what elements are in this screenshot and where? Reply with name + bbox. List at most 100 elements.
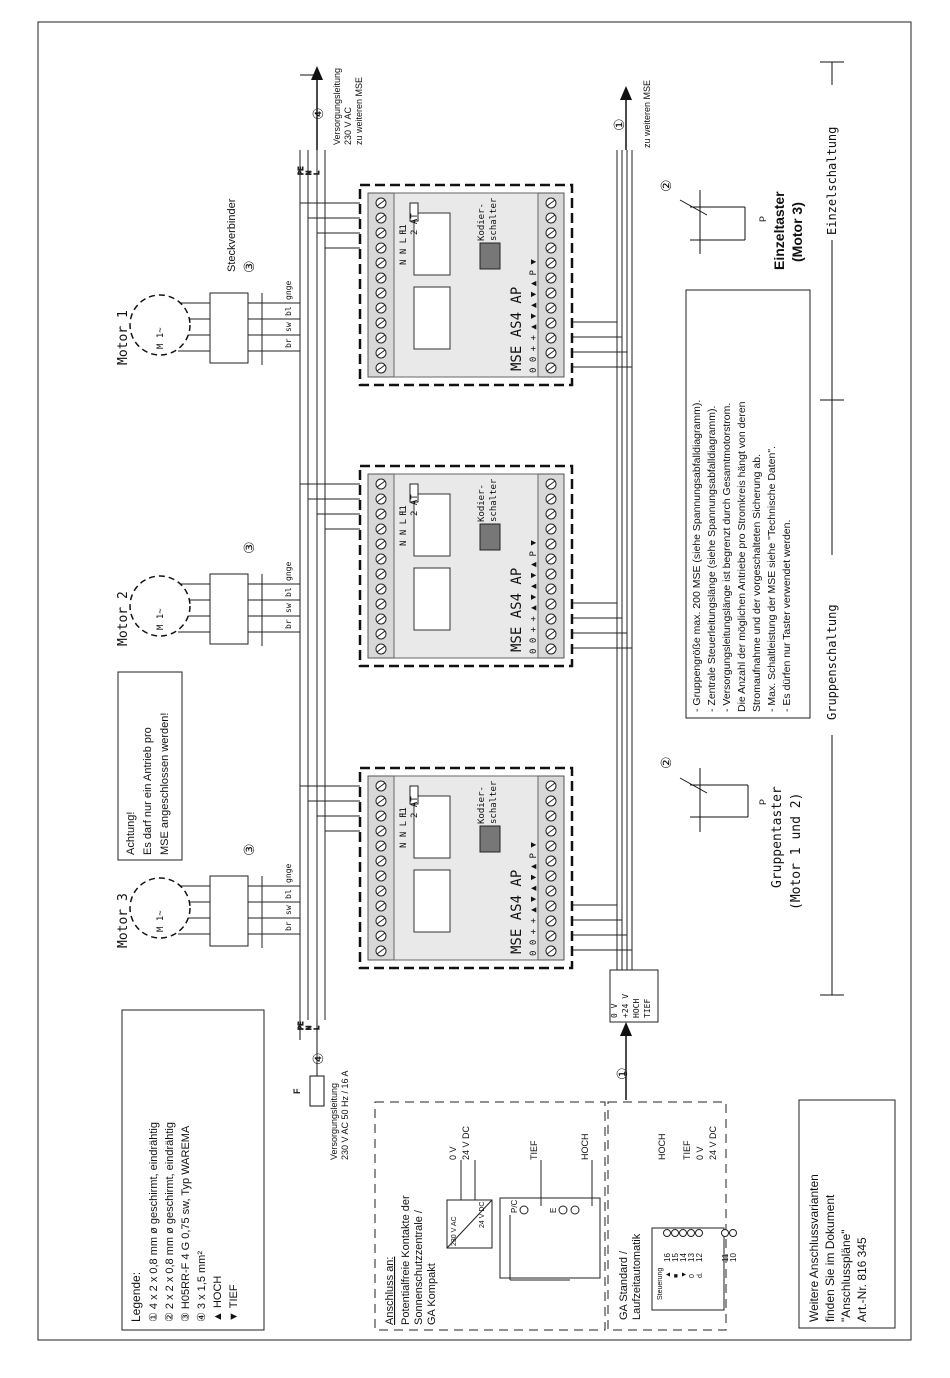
marker-4-top: ④: [310, 107, 326, 120]
gruppentaster-switch: [679, 768, 749, 832]
wire-color-label: sw: [284, 322, 293, 332]
anschluss-line3: GA Kompakt: [426, 1263, 438, 1325]
achtung-line3: MSE angeschlossen werden!: [159, 713, 171, 855]
contact-box: [499, 1197, 601, 1279]
motor-name: Motor 1: [116, 310, 131, 365]
terminal-slot: [376, 259, 386, 267]
wire-color-label: sw: [284, 905, 293, 915]
terminal-slot: [546, 349, 556, 357]
anschluss-line1: Potentialfreie Kontakte der: [400, 1195, 412, 1325]
ga-terminal: [663, 1229, 671, 1237]
motor-symbol: M 1~: [156, 910, 166, 932]
legend: Legende:① 4 x 2 x 0,8 mm ø geschirmt, ei…: [129, 1122, 240, 1322]
terminal-slot: [376, 510, 386, 518]
gruppentaster-sub: (Motor 1 und 2): [789, 793, 804, 910]
fuse-symbol: [409, 785, 419, 805]
wire-color-label: br: [284, 338, 293, 348]
psu-diagonal: [446, 1199, 493, 1249]
control-terminal-strip: [537, 775, 565, 961]
page-frame: [37, 21, 912, 1341]
wire-color-label: bl: [284, 587, 293, 597]
fuse-symbol: [409, 483, 419, 503]
anschluss-line2: Sonnenschutzzentrale /: [413, 1209, 425, 1325]
terminal-slot: [376, 600, 386, 608]
supply-conductor-label-top: PE: [297, 167, 305, 175]
control-terminal-labels: 0 0 + + ▲ ▼ ▲ ▼ ▲ P ▼: [529, 540, 539, 654]
supply-arrow-bottom: [299, 1020, 325, 1107]
terminal-slot: [546, 947, 556, 955]
achtung-line2: Es darf nur ein Antrieb pro: [142, 727, 154, 855]
fuse-label: F1: [399, 505, 409, 516]
fuse-symbol: [409, 202, 419, 222]
terminal-slot: [376, 244, 386, 252]
power-wiring: PENLPENL: [178, 150, 376, 1031]
fuse-rating: 2 AT: [410, 796, 420, 818]
terminal-slot: [376, 555, 386, 563]
terminal-slot: [376, 570, 386, 578]
ga-title1: GA Standard /: [618, 1250, 630, 1320]
note-line: - Gruppengröße max. 200 MSE (siehe Spann…: [691, 400, 703, 712]
terminal-slot: [546, 334, 556, 342]
motor-name: Motor 3: [116, 893, 131, 948]
fuse-label: F1: [399, 224, 409, 235]
terminal-slot: [546, 842, 556, 850]
ga-terminal-number: 15: [671, 1253, 680, 1262]
weitere-line3: "Anschlusspläne": [839, 1229, 853, 1322]
legend-item: ④ 3 x 1,5 mm²: [196, 1251, 208, 1322]
terminal-slot: [546, 827, 556, 835]
ga-terminal-number: 14: [679, 1253, 688, 1262]
legend-title: Legende:: [129, 1272, 143, 1322]
terminal-slot: [376, 480, 386, 488]
terminal-slot: [376, 540, 386, 548]
terminal-slot: [376, 842, 386, 850]
marker-2-einzel: ②: [658, 179, 674, 192]
legend-box: [121, 1009, 265, 1331]
terminal-slot: [546, 630, 556, 638]
motor-name: Motor 2: [116, 591, 131, 646]
terminal-slot: [546, 570, 556, 578]
relay-2: [413, 212, 451, 276]
marker-3: ③: [241, 260, 257, 273]
supply-top-line3: zu weiteren MSE: [354, 77, 364, 145]
terminal-slot: [546, 812, 556, 820]
note-line: - Zentrale Steuerleitungslänge (siehe Sp…: [706, 406, 718, 712]
power-terminal-labels: N N L L: [399, 508, 409, 546]
power-terminal-strip: [367, 192, 395, 378]
terminal-slot: [376, 887, 386, 895]
supply-bottom-line1: Versorgungsleitung: [329, 1083, 339, 1160]
coder-switch: [479, 523, 501, 551]
terminal-slot: [376, 812, 386, 820]
module-name: MSE AS4 AP: [509, 287, 525, 371]
section-dividers: [820, 61, 844, 996]
terminal-slot: [376, 615, 386, 623]
ctrl-top-label: zu weiteren MSE: [642, 80, 652, 148]
coder-label-2: schalter: [489, 780, 499, 824]
power-terminal-labels: N N L L: [399, 227, 409, 265]
supply-top-line1: Versorgungsleitung: [332, 68, 342, 145]
relay-1: [413, 286, 451, 350]
ga-label-0v: 0 V: [695, 1146, 705, 1160]
wire-color-label: bl: [284, 889, 293, 899]
ga-terminal-symbol: d.: [697, 1272, 704, 1278]
supply-arrow-top: [300, 66, 323, 150]
note-line: Die Anzahl der möglichen Antriebe pro St…: [736, 401, 748, 712]
einzeltaster-p: P: [758, 216, 768, 222]
wire-color-label: gnge: [284, 562, 293, 581]
coder-switch: [479, 242, 501, 270]
terminal-slot: [376, 334, 386, 342]
coder-switch: [479, 825, 501, 853]
control-wire-label: TIEF: [643, 999, 652, 1018]
relay-1: [413, 869, 451, 933]
terminal-slot: [546, 782, 556, 790]
terminal-slot: [376, 782, 386, 790]
relay-1: [413, 567, 451, 631]
module-name: MSE AS4 AP: [509, 870, 525, 954]
control-terminal-strip: [537, 473, 565, 659]
fuse-rating: 2 AT: [410, 494, 420, 516]
terminal-slot: [376, 199, 386, 207]
relay-2: [413, 493, 451, 557]
